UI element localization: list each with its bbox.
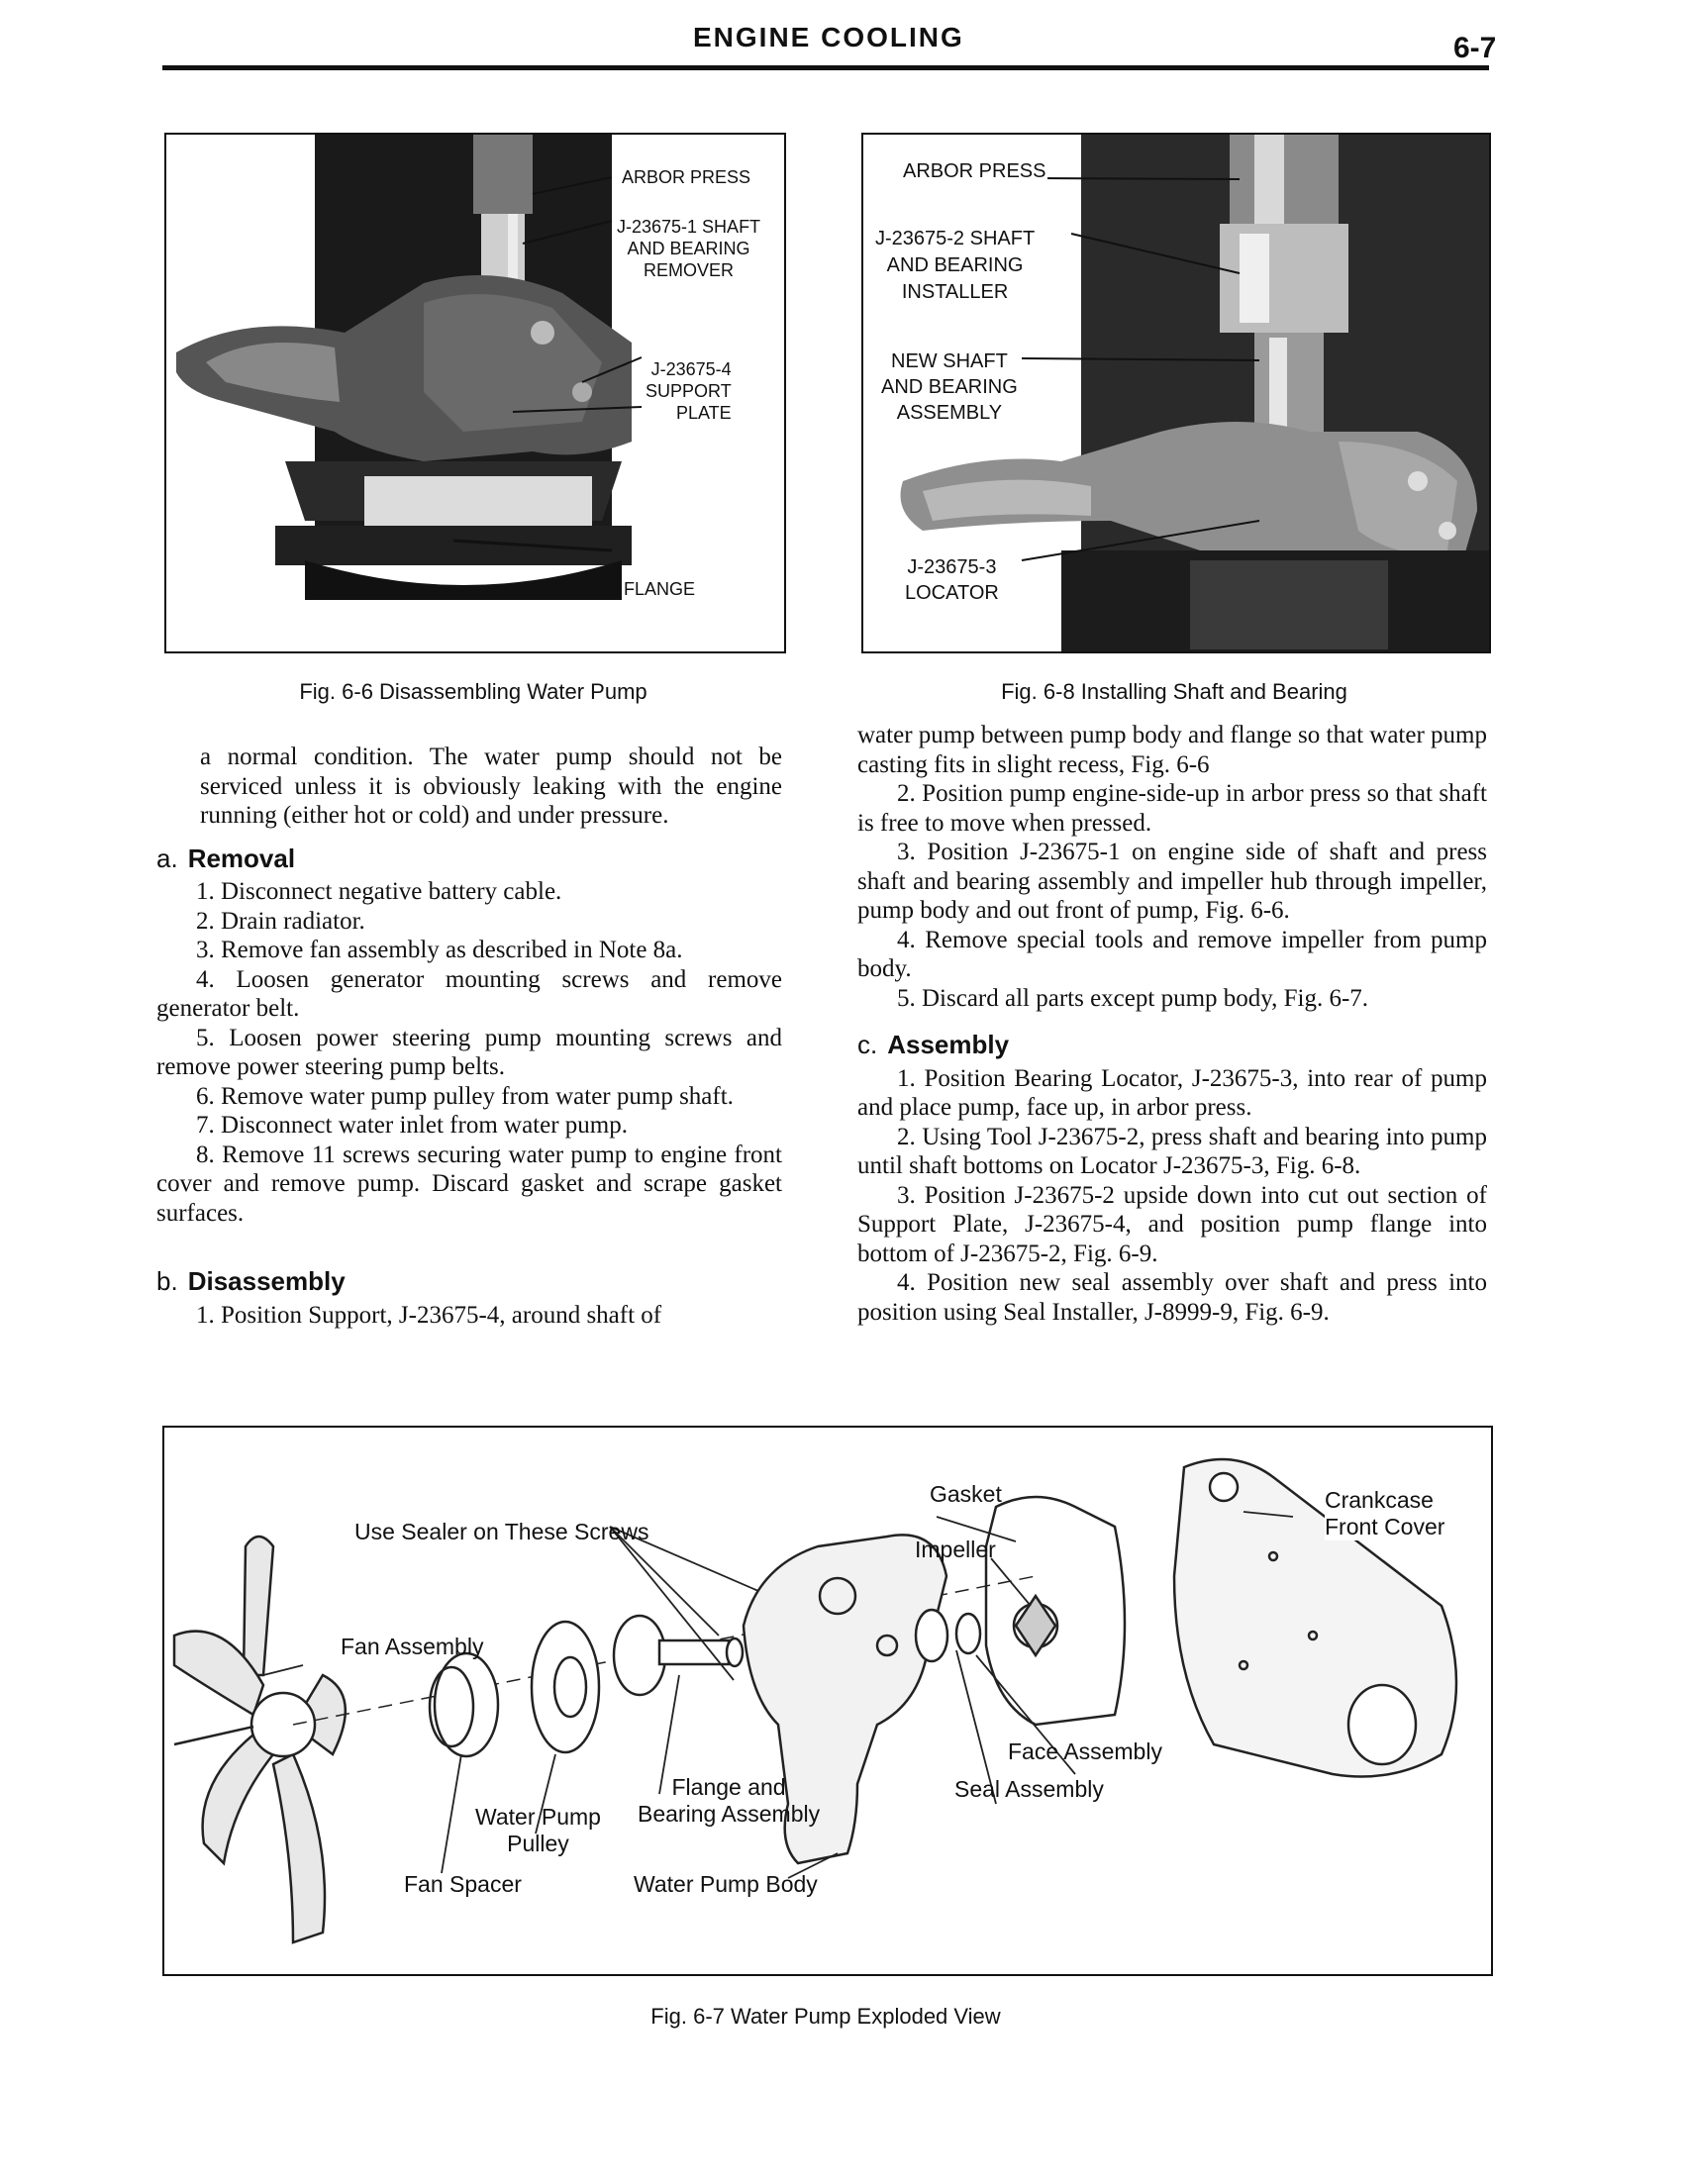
removal-letter: a.	[156, 843, 178, 873]
left-column: a normal condition. The water pump shoul…	[156, 743, 782, 1330]
fan-blade	[201, 1733, 275, 1866]
water-pump-pulley	[530, 1620, 601, 1754]
figure-6-6-photo: ARBOR PRESS J-23675-1 SHAFT AND BEARING …	[164, 133, 786, 653]
removal-step: 1. Disconnect negative battery cable.	[196, 878, 562, 905]
disassembly-step: 2. Position pump engine-side-up in arbor…	[857, 780, 1487, 837]
seal-assembly	[914, 1608, 949, 1663]
callout-shaft-remover: J-23675-1 SHAFT AND BEARING REMOVER	[617, 217, 761, 280]
label-sealer: Use Sealer on These Screws	[354, 1519, 649, 1544]
fan-blade	[172, 1630, 265, 1717]
removal-step: 6. Remove water pump pulley from water p…	[196, 1082, 734, 1110]
removal-step: 2. Drain radiator.	[196, 907, 365, 935]
figure-6-8-caption: Fig. 6-8 Installing Shaft and Bearing	[1001, 679, 1347, 704]
disassembly-step: 1. Position Support, J-23675-4, around s…	[196, 1301, 662, 1329]
callout-support-plate: J-23675-4 SUPPORT PLATE	[646, 359, 732, 423]
callout-arbor-press: ARBOR PRESS	[622, 167, 751, 187]
header-rule	[162, 65, 1489, 70]
fan-bolt	[173, 1725, 254, 1746]
disassembly-letter: b.	[156, 1266, 178, 1296]
fan-blade	[271, 1752, 327, 1944]
removal-heading: a. Removal	[156, 844, 782, 874]
figure-6-8-illustration	[900, 135, 1489, 651]
fan-blade	[242, 1535, 275, 1677]
figure-6-6-illustration	[176, 135, 643, 600]
removal-title: Removal	[187, 843, 296, 873]
running-head: ENGINE COOLING	[693, 22, 964, 52]
figure-6-8-photo: ARBOR PRESS J-23675-2 SHAFT AND BEARING …	[861, 133, 1491, 653]
figure-6-6-caption: Fig. 6-6 Disassembling Water Pump	[299, 679, 647, 704]
page-number: 6-7	[1453, 32, 1497, 64]
label-fan-assembly: Fan Assembly	[341, 1634, 484, 1659]
disassembly-continued: water pump between pump body and flange …	[857, 722, 1487, 778]
label-face-assembly: Face Assembly	[1008, 1738, 1162, 1764]
callout-arbor-press-2: ARBOR PRESS	[901, 160, 1048, 182]
removal-step: 7. Disconnect water inlet from water pum…	[196, 1112, 628, 1139]
label-pump-body: Water Pump Body	[634, 1871, 818, 1897]
removal-step: 4. Loosen generator mounting screws and …	[156, 965, 782, 1023]
flange	[612, 1614, 667, 1697]
callout-installer: J-23675-2 SHAFT AND BEARING INSTALLER	[873, 226, 1038, 306]
assembly-step: 1. Position Bearing Locator, J-23675-3, …	[857, 1064, 1487, 1122]
callout-flange: FLANGE	[624, 579, 696, 599]
removal-step: 8. Remove 11 screws securing water pump …	[156, 1141, 782, 1227]
assembly-step: 3. Position J-23675-2 upside down into c…	[857, 1181, 1487, 1267]
figure-6-7-caption: Fig. 6-7 Water Pump Exploded View	[650, 2004, 1001, 2029]
label-crankcase: Crankcase Front Cover	[1325, 1487, 1445, 1540]
disassembly-step: 5. Discard all parts except pump body, F…	[897, 984, 1369, 1012]
figure-6-7-exploded-view: Use Sealer on These Screws Fan Assembly …	[162, 1426, 1493, 1976]
disassembly-step: 3. Position J-23675-1 on engine side of …	[857, 839, 1487, 924]
label-flange-bearing: Flange and Bearing Assembly	[638, 1774, 821, 1827]
callout-locator: J-23675-3 LOCATOR	[903, 554, 1001, 606]
label-impeller: Impeller	[915, 1537, 996, 1562]
callout-new-shaft: NEW SHAFT AND BEARING ASSEMBLY	[879, 348, 1020, 426]
label-pulley: Water Pump Pulley	[475, 1804, 601, 1856]
fan-hub	[249, 1691, 317, 1758]
disassembly-title: Disassembly	[187, 1266, 346, 1296]
gasket	[984, 1495, 1127, 1727]
assembly-title: Assembly	[887, 1030, 1010, 1059]
assembly-heading: c. Assembly	[857, 1030, 1487, 1060]
label-gasket: Gasket	[930, 1481, 1002, 1507]
disassembly-heading: b. Disassembly	[156, 1266, 782, 1297]
fan-spacer	[433, 1651, 500, 1758]
assembly-step: 4. Position new seal assembly over shaft…	[857, 1269, 1487, 1326]
face-assembly	[954, 1612, 982, 1655]
water-pump-body	[742, 1534, 948, 1865]
right-column: water pump between pump body and flange …	[857, 721, 1487, 1327]
figure-6-7-illustration	[172, 1457, 1458, 1944]
label-fan-spacer: Fan Spacer	[404, 1871, 522, 1897]
removal-step: 3. Remove fan assembly as described in N…	[196, 937, 683, 963]
label-seal-assembly: Seal Assembly	[954, 1776, 1104, 1802]
fan-blade	[291, 1673, 348, 1756]
assembly-letter: c.	[857, 1030, 878, 1059]
removal-step: 5. Loosen power steering pump mounting s…	[156, 1024, 782, 1081]
disassembly-step: 4. Remove special tools and remove impel…	[857, 926, 1487, 983]
assembly-step: 2. Using Tool J-23675-2, press shaft and…	[857, 1123, 1487, 1180]
intro-paragraph: a normal condition. The water pump shoul…	[200, 744, 782, 829]
